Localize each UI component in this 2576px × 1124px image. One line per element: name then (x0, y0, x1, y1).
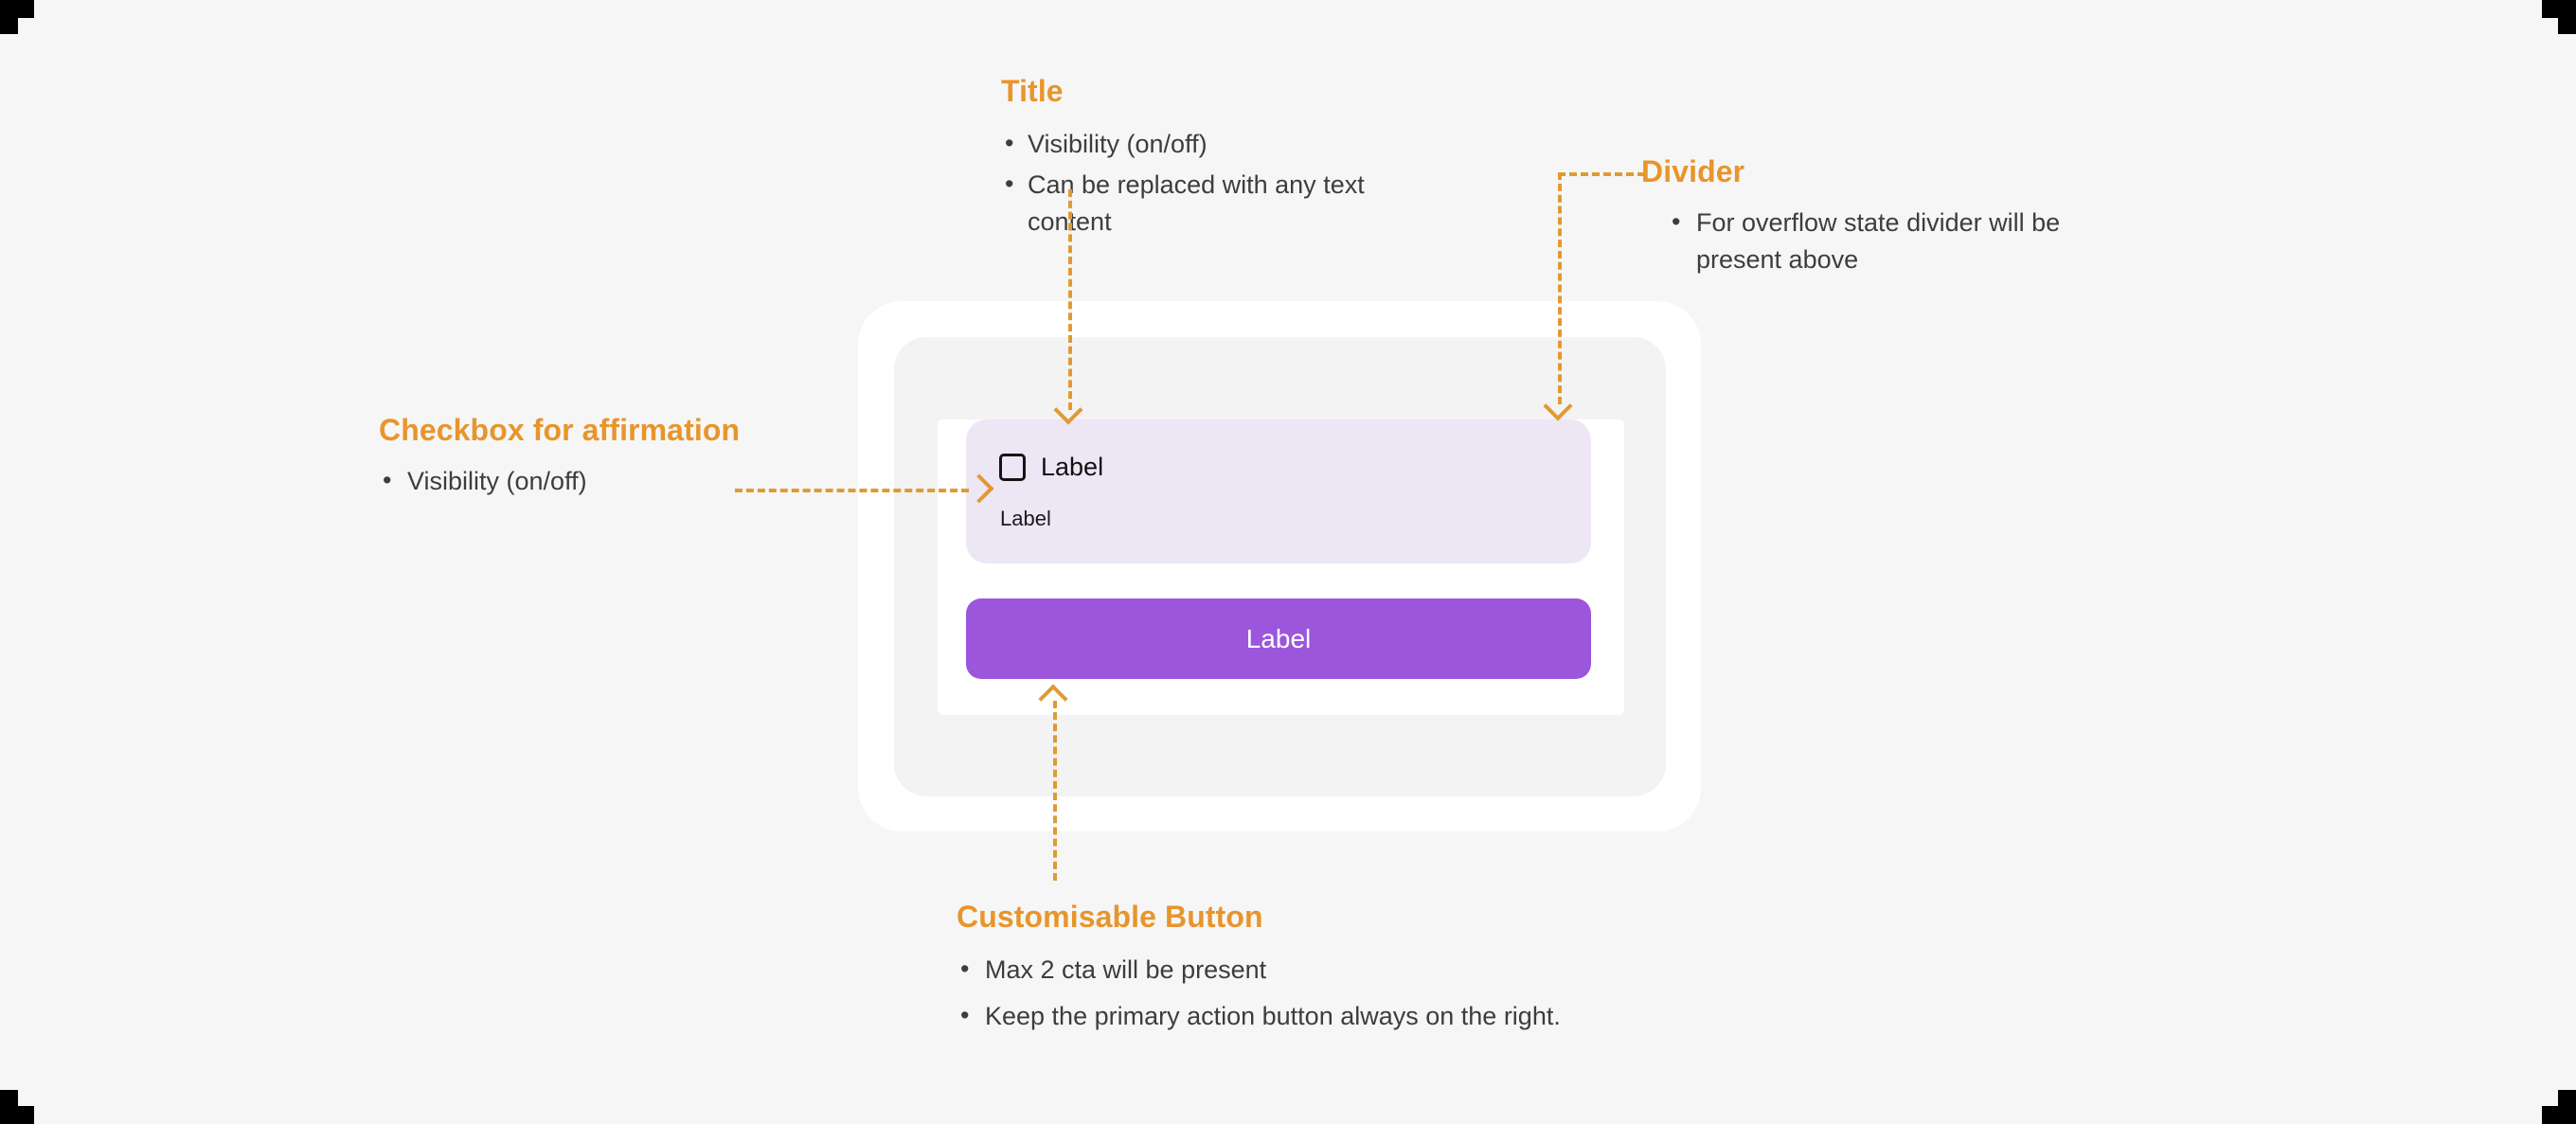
annotation-title-bullets: Visibility (on/off) Can be replaced with… (1001, 125, 1408, 241)
checkbox-panel: Label Label (966, 419, 1591, 563)
annotation-title-heading: Title (1001, 74, 1064, 108)
list-item: Visibility (on/off) (379, 462, 909, 500)
annotation-checkbox: Checkbox for affirmation Visibility (on/… (379, 413, 909, 504)
annotation-title: Title Visibility (on/off) Can be replace… (1001, 74, 1408, 243)
list-item: Can be replaced with any text content (1001, 166, 1408, 241)
connector-title-line (1068, 189, 1072, 410)
annotation-checkbox-bullets: Visibility (on/off) (379, 462, 909, 500)
corner-mark-bottom-left (0, 1090, 34, 1124)
list-item: Visibility (on/off) (1001, 125, 1408, 163)
corner-mark-top-right (2542, 0, 2576, 34)
annotation-button: Customisable Button Max 2 cta will be pr… (957, 900, 1780, 1044)
list-item: Max 2 cta will be present (957, 951, 1780, 989)
list-item: For overflow state divider will be prese… (1668, 204, 2086, 278)
primary-action-button[interactable]: Label (966, 598, 1591, 679)
checkbox-label: Label (1041, 453, 1104, 481)
connector-divider-line-horizontal (1558, 172, 1645, 176)
checkbox-sub-label: Label (1000, 507, 1051, 530)
annotation-checkbox-heading: Checkbox for affirmation (379, 413, 741, 447)
annotation-divider: Divider For overflow state divider will … (1641, 154, 2086, 282)
annotation-button-heading: Customisable Button (957, 900, 1263, 934)
connector-button-line (1053, 701, 1057, 881)
connector-divider-line-vertical (1558, 172, 1562, 404)
annotation-button-bullets: Max 2 cta will be present Keep the prima… (957, 951, 1780, 1035)
checkbox-unchecked-icon[interactable] (999, 454, 1026, 481)
corner-mark-top-left (0, 0, 34, 34)
corner-mark-bottom-right (2542, 1090, 2576, 1124)
checkbox-row[interactable]: Label (999, 454, 1103, 481)
annotation-divider-heading: Divider (1641, 154, 1745, 188)
list-item: Keep the primary action button always on… (957, 997, 1780, 1035)
connector-checkbox-line (735, 489, 969, 492)
annotation-divider-bullets: For overflow state divider will be prese… (1668, 204, 2086, 278)
